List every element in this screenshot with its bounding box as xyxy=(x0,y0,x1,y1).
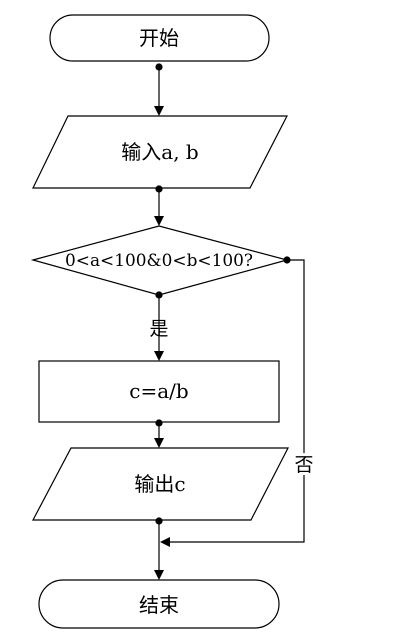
end-label: 结束 xyxy=(139,593,179,617)
junction-dot xyxy=(155,419,163,427)
connector-no-branch xyxy=(168,259,305,543)
arrowhead-process xyxy=(154,351,164,361)
junction-dot xyxy=(155,291,163,299)
yes-label: 是 xyxy=(149,318,168,340)
end-terminal xyxy=(38,579,280,629)
process-label: c=a/b xyxy=(129,379,188,403)
decision-label: 0<a<100&0<b<100? xyxy=(65,251,253,271)
arrowhead-end xyxy=(154,570,164,580)
junction-dot xyxy=(283,256,291,264)
junction-dots xyxy=(155,63,291,525)
no-label: 否 xyxy=(294,454,313,476)
output-parallelogram xyxy=(32,447,289,521)
arrowhead-decision xyxy=(154,216,164,226)
junction-dot xyxy=(155,517,163,525)
input-parallelogram xyxy=(32,115,288,189)
process-box xyxy=(38,360,280,423)
arrowhead-input xyxy=(154,106,164,116)
arrowhead-output xyxy=(154,438,164,448)
start-label: 开始 xyxy=(139,26,179,50)
start-terminal xyxy=(49,14,270,62)
arrowhead-no-branch xyxy=(160,537,170,547)
junction-dot xyxy=(155,63,163,71)
input-label: 输入a, b xyxy=(121,140,198,164)
junction-dot xyxy=(155,185,163,193)
connectors xyxy=(154,67,305,580)
output-label: 输出c xyxy=(134,472,185,496)
